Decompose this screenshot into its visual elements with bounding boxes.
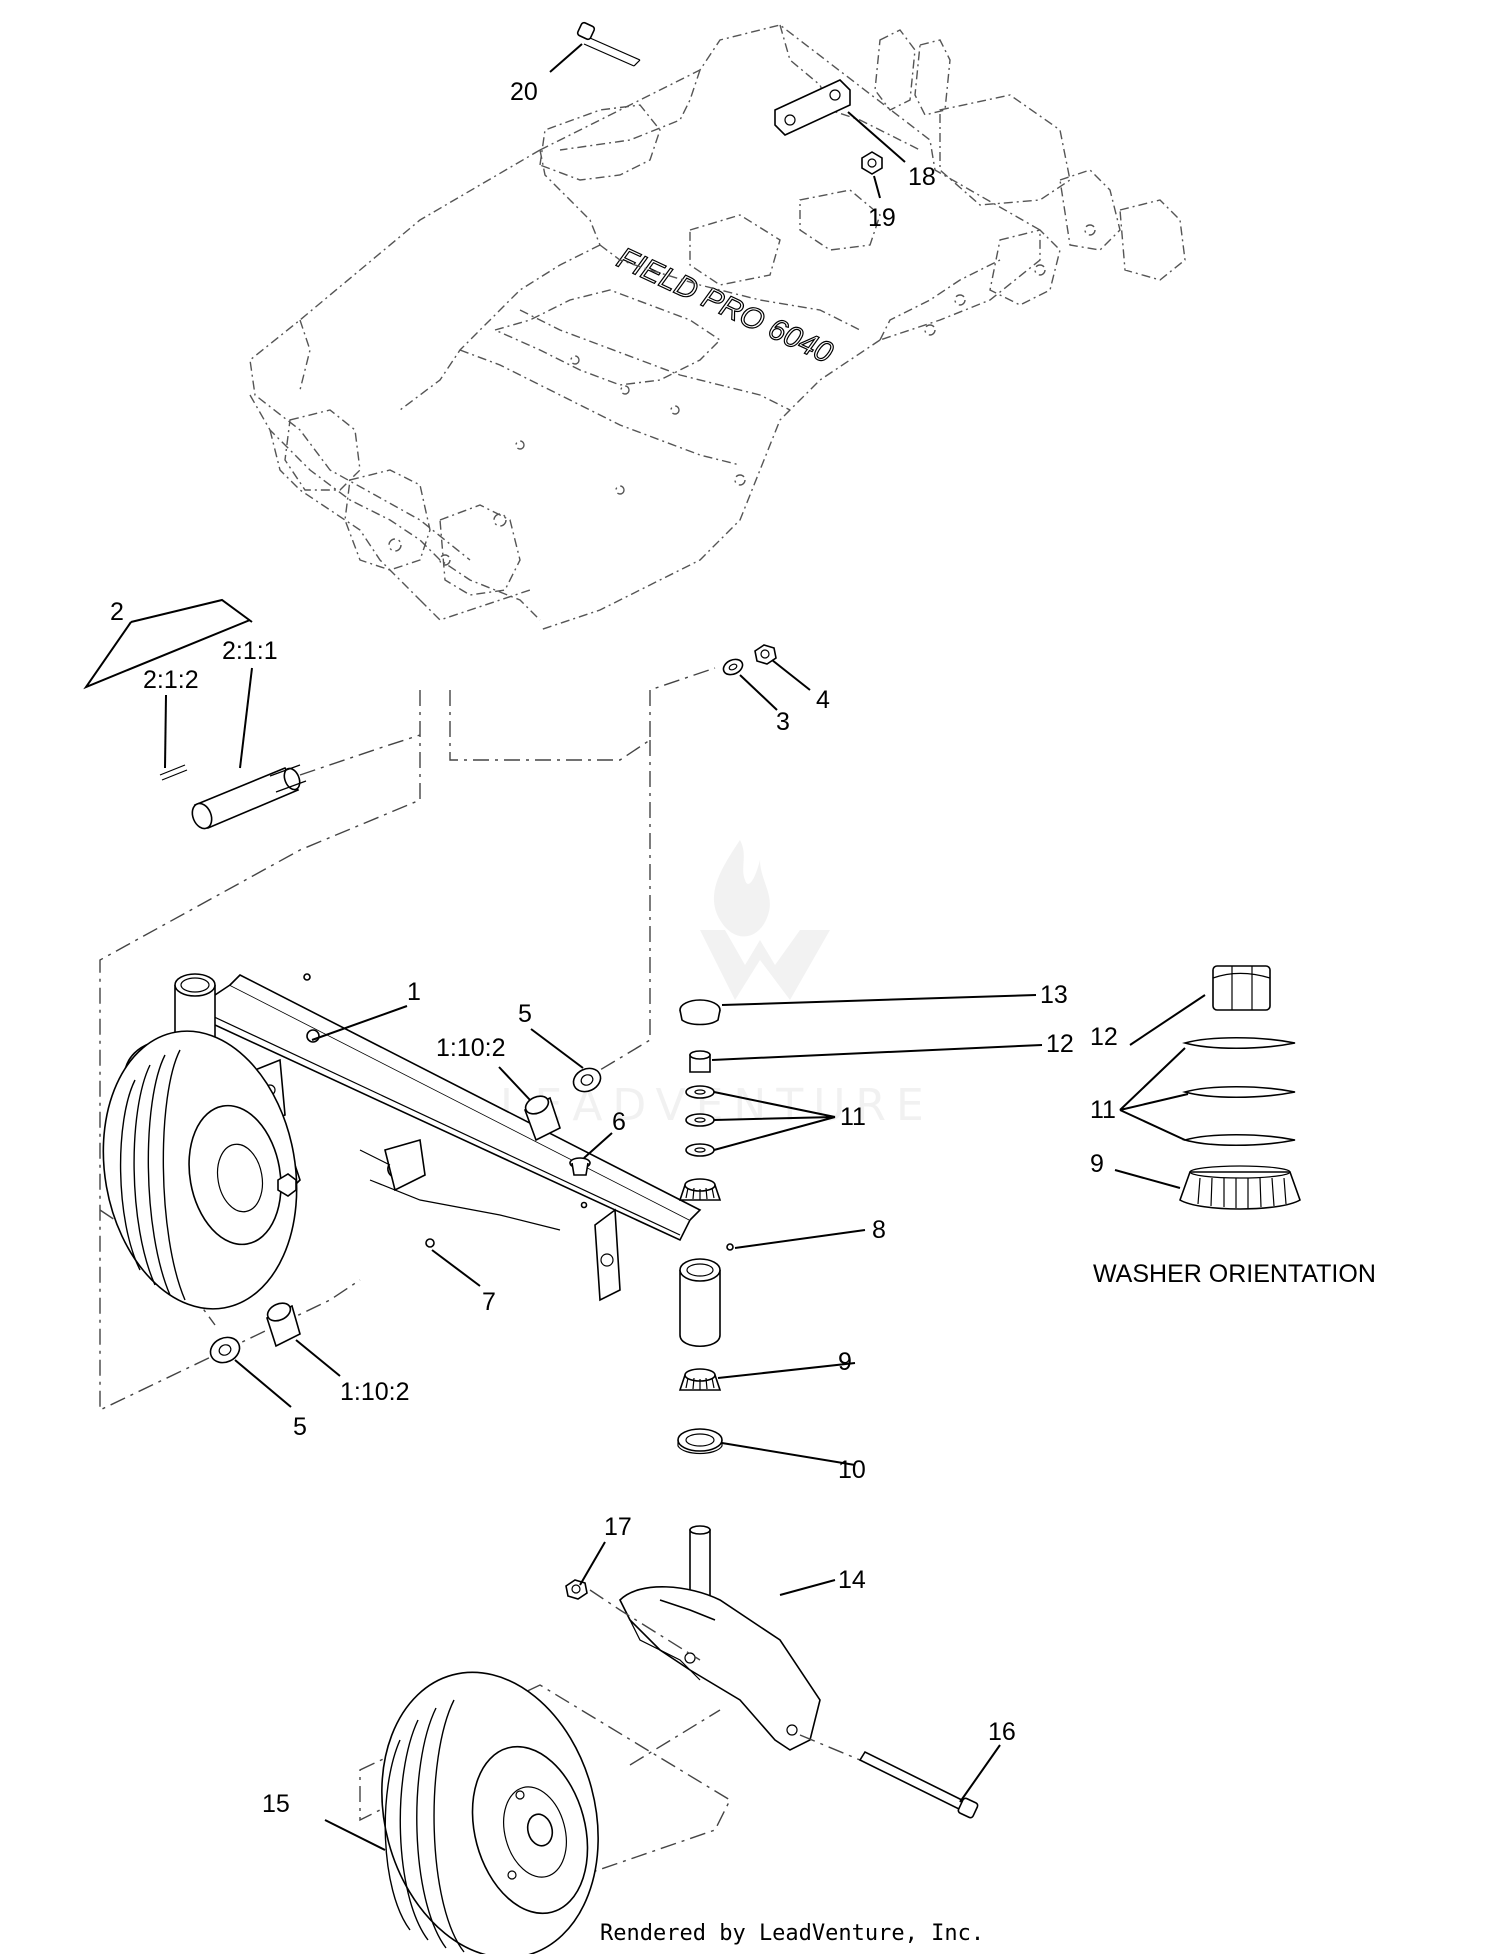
- mower-frame: FIELD PRO 6040: [249, 24, 1186, 631]
- watermark-logo: LEADVENTURE: [500, 840, 934, 1131]
- washer-5-upper: [572, 1067, 602, 1093]
- orientation-leader-9: [1114, 1169, 1181, 1189]
- leader-lines: [83, 43, 1043, 1851]
- washer-orientation-detail: 12 11 9 WASHER ORIENTATION: [1090, 965, 1376, 1288]
- callout-5-lower: 5: [293, 1413, 307, 1441]
- cotter-pin-2-1-2: [159, 764, 188, 781]
- callout-15: 15: [262, 1790, 290, 1818]
- cap-6: [569, 1157, 591, 1176]
- callout-19: 19: [868, 204, 896, 232]
- orientation-nut-12: [1212, 965, 1271, 1011]
- bushing-1-10-2-upper: [523, 1095, 561, 1142]
- axle-pivot-pin-2: [191, 764, 307, 830]
- phantom-line-washer: [599, 740, 651, 1071]
- orientation-callout-12: 12: [1090, 1023, 1118, 1051]
- left-caster-wheel: [102, 1030, 298, 1310]
- callout-2-1-2: 2:1:2: [143, 666, 199, 694]
- callout-18: 18: [908, 163, 936, 191]
- callout-13: 13: [1040, 981, 1068, 1009]
- watermark-text: LEADVENTURE: [500, 1080, 934, 1131]
- orientation-callout-9: 9: [1090, 1150, 1104, 1178]
- frame-bolt-20: [576, 21, 641, 67]
- axle-bolt-16: [858, 1750, 979, 1819]
- callout-17: 17: [604, 1513, 632, 1541]
- washers-11: [685, 1085, 715, 1157]
- wheel-15: [381, 1671, 599, 1954]
- orientation-callout-11: 11: [1090, 1096, 1116, 1124]
- callout-4: 4: [816, 686, 830, 714]
- washer-orientation-title: WASHER ORIENTATION: [1093, 1260, 1376, 1288]
- bearing-9-upper: [678, 1178, 722, 1201]
- grease-fitting-top: [580, 1201, 588, 1209]
- dust-cap-13: [679, 999, 721, 1026]
- washer-5-lower: [209, 1336, 241, 1364]
- caster-fork-14: [619, 1525, 821, 1751]
- callout-8: 8: [872, 1216, 886, 1244]
- washer-3: [722, 658, 744, 676]
- callout-1-10-2-lower: 1:10:2: [340, 1378, 410, 1406]
- frame-nut-19: [861, 151, 883, 175]
- frame-plate-18: [774, 79, 851, 136]
- callout-1: 1: [407, 978, 421, 1006]
- callout-11: 11: [840, 1103, 866, 1131]
- callout-3: 3: [776, 708, 790, 736]
- callout-7: 7: [482, 1288, 496, 1316]
- nut-12: [689, 1050, 711, 1073]
- wheel-phantom-link: [629, 1709, 721, 1766]
- nut-17: [565, 1579, 588, 1600]
- grease-fitting-8: [726, 1243, 734, 1251]
- orientation-washers-11: [1182, 1036, 1296, 1147]
- phantom-line-mid: [449, 667, 716, 761]
- callout-6: 6: [612, 1108, 626, 1136]
- orientation-leader-11: [1119, 1047, 1189, 1141]
- pin-alignment-line: [299, 734, 421, 776]
- callout-16: 16: [988, 1718, 1016, 1746]
- grease-fitting-7: [425, 1238, 435, 1248]
- seal-10: [677, 1428, 723, 1455]
- callout-9: 9: [838, 1348, 852, 1376]
- callout-2: 2: [110, 598, 124, 626]
- bearing-9-lower: [678, 1368, 722, 1391]
- orientation-leader-12: [1129, 994, 1206, 1046]
- orientation-bearing-9: [1179, 1165, 1301, 1210]
- nut-4: [754, 644, 777, 665]
- callout-5-upper: 5: [518, 1000, 532, 1028]
- callout-14: 14: [838, 1566, 866, 1594]
- fork-bolt-line: [589, 1589, 861, 1761]
- callouts: 20 18 19 2 2:1:1 2:1:2 3 4 1 1:10:2 5 6 …: [110, 78, 1074, 1818]
- callout-10: 10: [838, 1456, 866, 1484]
- phantom-line-left: [99, 690, 421, 1412]
- footer-credit: Rendered by LeadVenture, Inc.: [600, 1921, 984, 1946]
- callout-2-1-1: 2:1:1: [222, 637, 278, 665]
- callout-20: 20: [510, 78, 538, 106]
- callout-12: 12: [1046, 1030, 1074, 1058]
- frame-stamp-text: FIELD PRO 6040: [612, 241, 838, 370]
- bushing-1-10-2-lower: [266, 1302, 301, 1348]
- callout-1-10-2-upper: 1:10:2: [436, 1034, 506, 1062]
